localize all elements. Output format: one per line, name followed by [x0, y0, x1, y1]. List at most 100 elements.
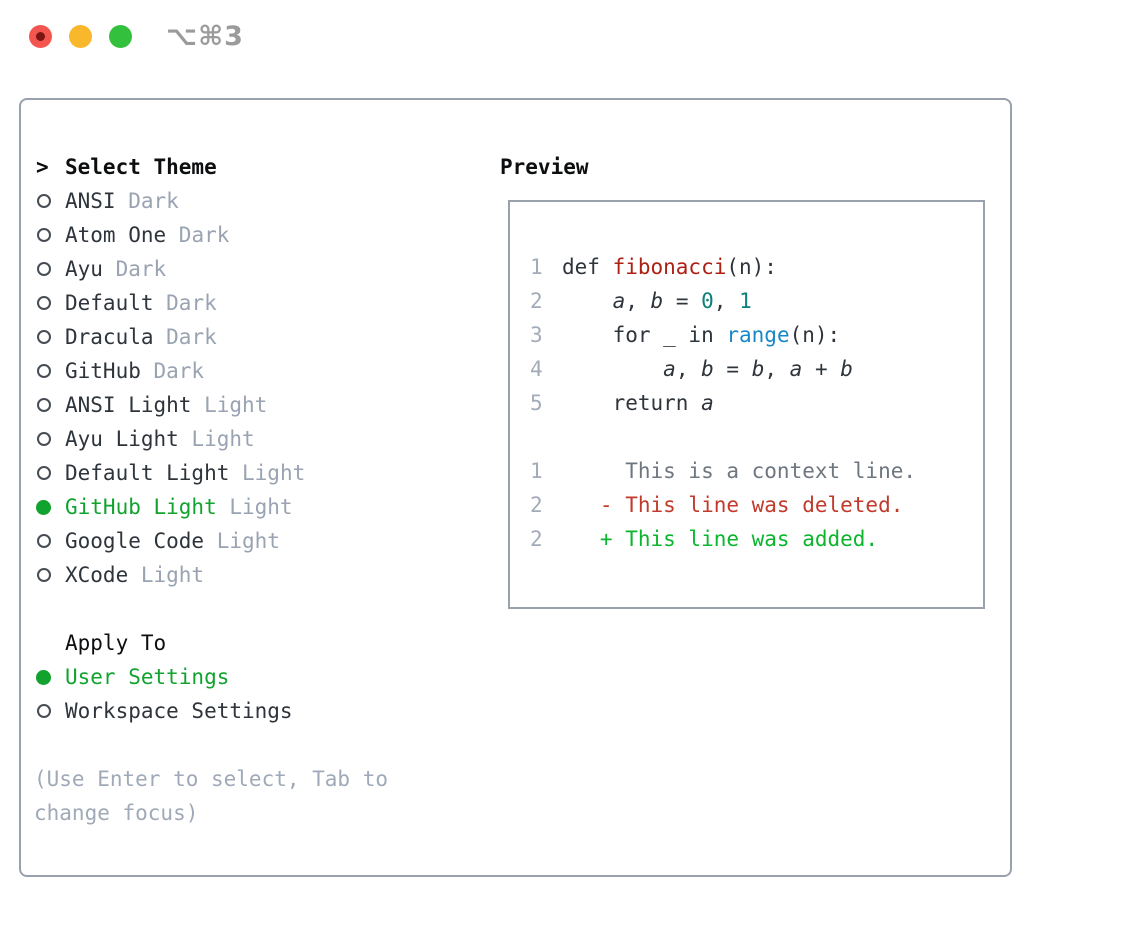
preview-title: Preview	[500, 155, 589, 179]
theme-variant-label: Dark	[115, 189, 179, 213]
theme-variant-label: Light	[128, 563, 205, 587]
zoom-button[interactable]	[109, 25, 132, 48]
radio-unselected-icon	[37, 262, 51, 276]
code-token: for _ in	[562, 323, 727, 347]
line-number: 2	[530, 493, 543, 517]
option-label: Atom One	[65, 223, 167, 247]
radio-selected-icon	[36, 499, 51, 515]
theme-variant-label: Light	[204, 529, 280, 553]
code-token: + This line was added.	[562, 527, 879, 551]
radio-unselected-icon	[37, 330, 51, 344]
code-token: b	[840, 357, 853, 381]
option-label: Google Code	[65, 529, 205, 553]
theme-option-github[interactable]: GitHub Dark	[34, 354, 474, 388]
line-number: 4	[530, 357, 543, 381]
apply-option-user-settings[interactable]: User Settings	[34, 660, 474, 694]
line-number: 2	[530, 289, 543, 313]
code-line: 2 a, b = 0, 1	[530, 284, 983, 318]
code-line	[530, 420, 983, 454]
keyboard-hint: (Use Enter to select, Tab to change focu…	[34, 767, 389, 825]
theme-variant-label: Light	[216, 495, 293, 519]
code-token: This is a context line.	[562, 459, 917, 483]
unsaved-changes-dot-icon	[36, 32, 45, 41]
code-token: (n):	[726, 255, 777, 279]
theme-option-default[interactable]: Default Dark	[34, 286, 474, 320]
option-label: User Settings	[65, 665, 230, 689]
code-token: return	[562, 391, 702, 415]
code-line: 1 This is a context line.	[530, 454, 983, 488]
theme-option-default-light[interactable]: Default Light Light	[34, 456, 474, 490]
option-label: Default	[65, 291, 154, 315]
theme-variant-label: Light	[229, 461, 306, 485]
radio-unselected-icon	[37, 364, 51, 378]
code-token: 0	[701, 289, 714, 313]
code-token: (n):	[789, 323, 841, 347]
radio-unselected-icon	[37, 568, 51, 582]
theme-list-header: > Select Theme	[34, 150, 474, 184]
theme-option-atom-one[interactable]: Atom One Dark	[34, 218, 474, 252]
theme-variant-label: Dark	[153, 325, 217, 349]
code-token: =	[663, 289, 702, 313]
code-token	[562, 357, 663, 381]
minimize-button[interactable]	[69, 25, 92, 48]
line-number: 1	[530, 459, 543, 483]
code-line: 4 a, b = b, a + b	[530, 352, 983, 386]
theme-option-xcode[interactable]: XCode Light	[34, 558, 474, 592]
theme-option-ansi[interactable]: ANSI Dark	[34, 184, 474, 218]
selection-caret-icon: >	[36, 155, 49, 179]
code-token: a	[612, 289, 626, 313]
theme-variant-label: Dark	[166, 223, 230, 247]
code-line: 2 + This line was added.	[530, 522, 983, 556]
apply-to-header: Apply To	[34, 626, 474, 660]
option-label: ANSI Light	[65, 393, 192, 417]
code-token: ,	[713, 289, 740, 313]
theme-option-google-code[interactable]: Google Code Light	[34, 524, 474, 558]
theme-list-title: Select Theme	[65, 155, 217, 179]
code-token: a	[701, 391, 714, 415]
code-token: b	[751, 357, 765, 381]
line-number: 5	[530, 391, 543, 415]
theme-option-github-light[interactable]: GitHub Light Light	[34, 490, 474, 524]
close-button[interactable]	[29, 25, 52, 48]
code-token: ,	[764, 357, 790, 381]
option-label: Ayu Light	[65, 427, 179, 451]
code-line: 3 for _ in range(n):	[530, 318, 983, 352]
theme-option-ansi-light[interactable]: ANSI Light Light	[34, 388, 474, 422]
theme-variant-label: Light	[191, 393, 268, 417]
radio-unselected-icon	[37, 466, 51, 480]
theme-variant-label: Light	[178, 427, 255, 451]
code-token: - This line was deleted.	[562, 493, 904, 517]
code-token: range	[726, 323, 790, 347]
code-line: 1 def fibonacci(n):	[530, 250, 983, 284]
code-token: ,	[625, 289, 651, 313]
radio-unselected-icon	[37, 194, 51, 208]
code-token: def	[562, 255, 613, 279]
code-line: 5 return a	[530, 386, 983, 420]
theme-option-ayu[interactable]: Ayu Dark	[34, 252, 474, 286]
spacer	[34, 728, 474, 762]
option-label: Dracula	[65, 325, 154, 349]
theme-option-dracula[interactable]: Dracula Dark	[34, 320, 474, 354]
radio-unselected-icon	[37, 228, 51, 242]
apply-option-workspace-settings[interactable]: Workspace Settings	[34, 694, 474, 728]
line-number: 1	[530, 255, 543, 279]
theme-option-ayu-light[interactable]: Ayu Light Light	[34, 422, 474, 456]
line-number: 2	[530, 527, 543, 551]
code-token: a	[663, 357, 676, 381]
radio-unselected-icon	[37, 704, 51, 718]
radio-unselected-icon	[37, 398, 51, 412]
code-token: 1	[739, 289, 752, 313]
radio-selected-icon	[36, 669, 51, 685]
option-label: GitHub Light	[65, 495, 217, 519]
line-number: 3	[530, 323, 543, 347]
radio-unselected-icon	[37, 534, 51, 548]
option-label: XCode	[65, 563, 129, 587]
code-token: fibonacci	[612, 255, 727, 279]
radio-unselected-icon	[37, 432, 51, 446]
code-token: +	[802, 357, 841, 381]
